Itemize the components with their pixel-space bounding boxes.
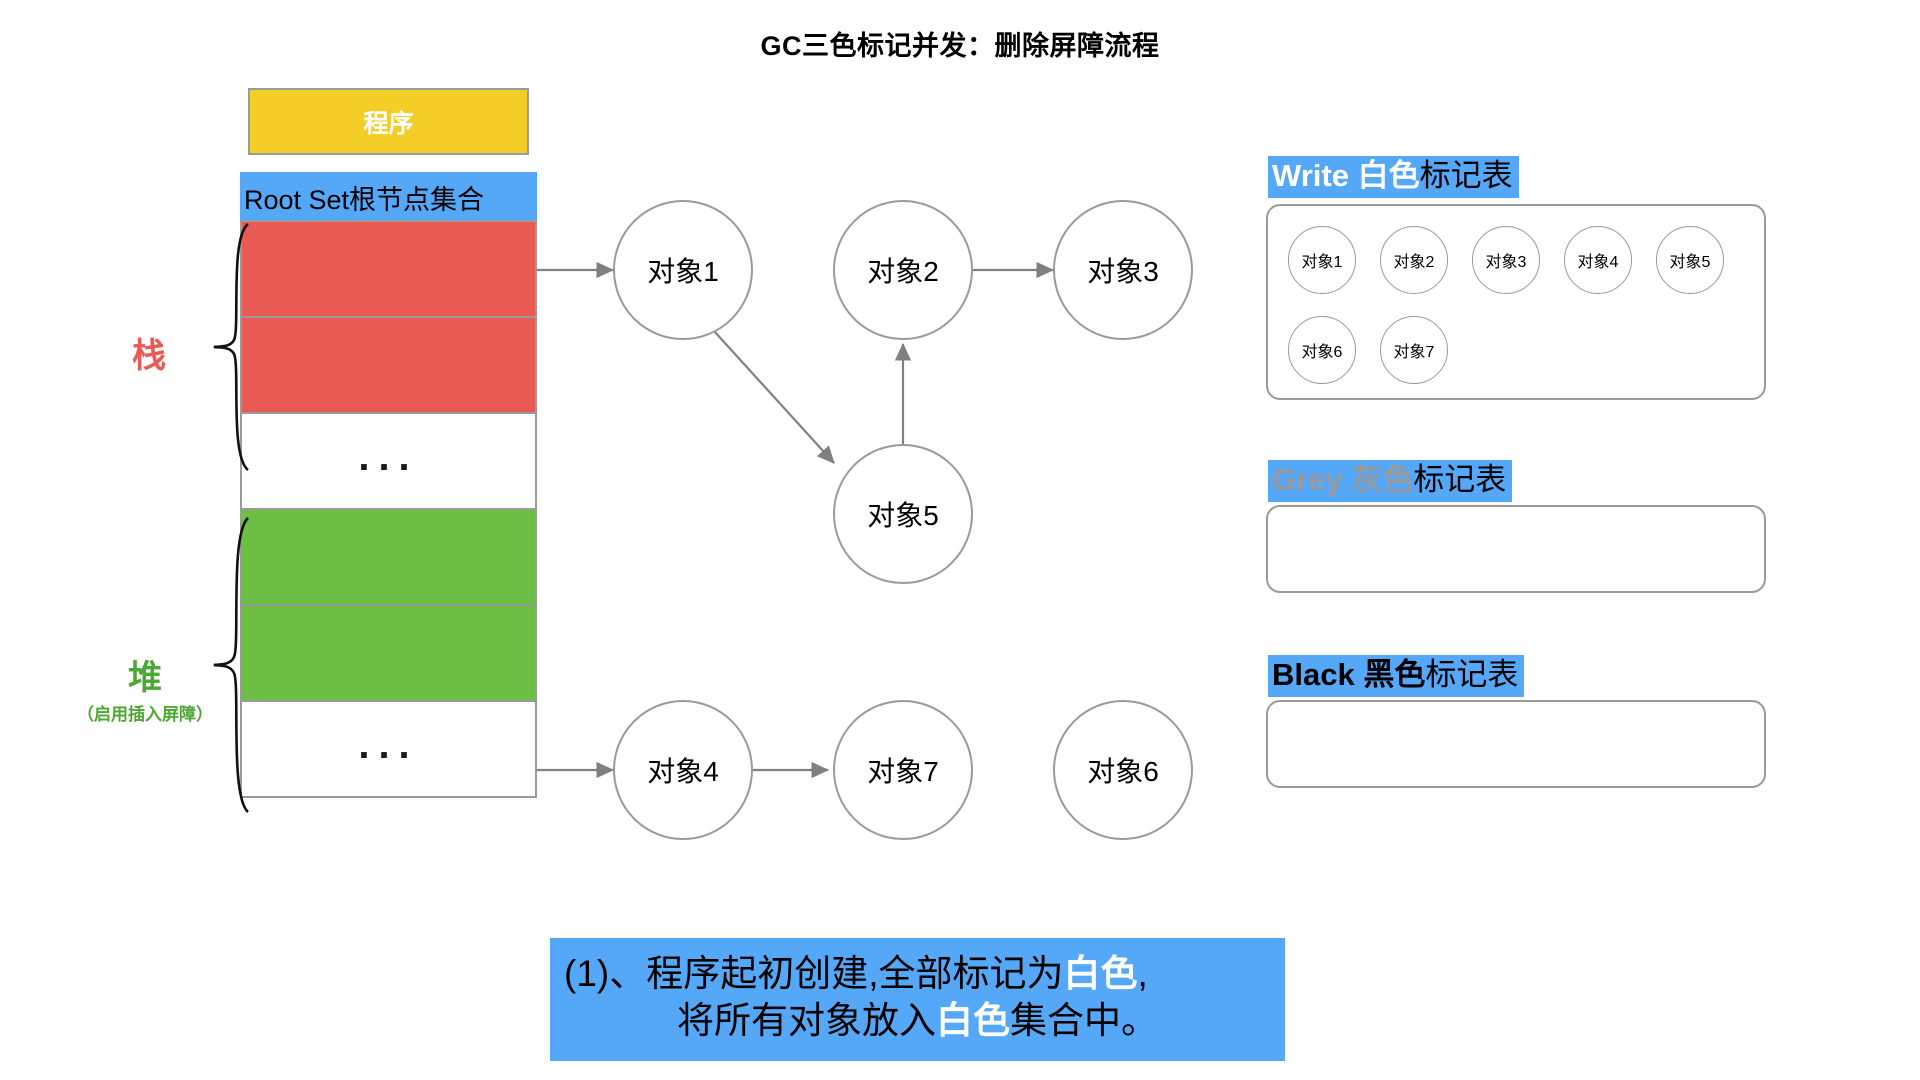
caption-line2-highlight: 白色	[936, 1000, 1010, 1042]
chip-label: 对象1	[1301, 254, 1343, 271]
chip-label: 对象2	[1393, 254, 1435, 271]
graph-node-label: 对象4	[647, 756, 719, 787]
edge-obj1-obj5	[713, 330, 835, 464]
heap-label: 堆	[128, 659, 162, 697]
graph-node-obj1[interactable]: 对象1	[613, 200, 753, 340]
grey-table-title-color: 灰色	[1351, 462, 1414, 497]
black-table-title-suffix: 标记表	[1425, 657, 1519, 692]
memory-cell-program: 程序	[248, 88, 529, 155]
chip-label: 对象7	[1393, 344, 1435, 361]
stack-brace-icon	[213, 222, 249, 472]
graph-node-label: 对象1	[647, 256, 719, 287]
graph-node-obj3[interactable]: 对象3	[1053, 200, 1193, 340]
caption-line1-text-a: (1)、程序起初创建,全部标记为	[564, 953, 1064, 994]
heap-brace-icon	[213, 517, 250, 813]
white-table-title-color: 白色	[1357, 158, 1420, 193]
white-table-title-suffix: 标记表	[1419, 158, 1513, 193]
memory-cell-heap-1	[240, 508, 537, 606]
memory-cell-stack-ellipsis: ...	[240, 412, 537, 510]
grey-table-title: Grey 灰色标记表	[1268, 460, 1513, 502]
grey-table-title-en: Grey	[1272, 462, 1343, 497]
graph-node-obj4[interactable]: 对象4	[613, 700, 753, 840]
black-table-title-en: Black	[1272, 657, 1355, 692]
graph-node-label: 对象2	[867, 256, 939, 287]
memory-cell-stack-2	[240, 316, 537, 414]
memory-cell-rootset: Root Set根节点集合	[240, 172, 537, 222]
graph-node-label: 对象6	[1087, 756, 1159, 787]
page-title: GC三色标记并发：删除屏障流程	[760, 31, 1160, 61]
memory-cell-program-label: 程序	[363, 109, 414, 138]
stack-label: 栈	[132, 337, 166, 375]
memory-cells-list: ... ...	[240, 220, 537, 798]
white-table-chip[interactable]: 对象7	[1380, 316, 1448, 384]
chip-label: 对象5	[1669, 254, 1711, 271]
white-table-title-en: Write	[1272, 158, 1349, 193]
graph-node-obj7[interactable]: 对象7	[833, 700, 973, 840]
ellipsis-dots: ...	[358, 723, 419, 767]
graph-node-label: 对象7	[867, 756, 939, 787]
chip-label: 对象4	[1577, 254, 1619, 271]
caption-line2-text-b: 集合中。	[1010, 1000, 1158, 1042]
memory-cell-heap-2	[240, 604, 537, 702]
step-caption: (1)、程序起初创建,全部标记为白色, 将所有对象放入白色集合中。	[550, 938, 1285, 1061]
white-table-chip[interactable]: 对象2	[1380, 226, 1448, 294]
graph-node-label: 对象3	[1087, 256, 1159, 287]
white-table-chip[interactable]: 对象3	[1472, 226, 1540, 294]
caption-line-1: (1)、程序起初创建,全部标记为白色,	[564, 950, 1271, 997]
memory-cell-rootset-label: Root Set根节点集合	[244, 184, 485, 215]
grey-table-title-suffix: 标记表	[1413, 462, 1507, 497]
black-table-title: Black 黑色标记表	[1268, 655, 1525, 697]
chip-label: 对象6	[1301, 344, 1343, 361]
black-table-title-color: 黑色	[1363, 657, 1426, 692]
white-table-chip[interactable]: 对象6	[1288, 316, 1356, 384]
graph-node-obj6[interactable]: 对象6	[1053, 700, 1193, 840]
chip-label: 对象3	[1485, 254, 1527, 271]
ellipsis-dots: ...	[358, 435, 419, 479]
white-table-body: 对象1 对象2 对象3 对象4 对象5 对象6 对象7	[1266, 204, 1766, 400]
graph-node-label: 对象5	[867, 500, 939, 531]
white-table-chip[interactable]: 对象4	[1564, 226, 1632, 294]
caption-line1-highlight: 白色	[1063, 953, 1138, 994]
caption-line1-text-b: ,	[1137, 953, 1148, 994]
graph-node-obj2[interactable]: 对象2	[833, 200, 973, 340]
black-table-body	[1266, 700, 1766, 788]
white-table-chip[interactable]: 对象1	[1288, 226, 1356, 294]
memory-cell-heap-ellipsis: ...	[240, 700, 537, 798]
caption-line2-text-a: 将所有对象放入	[677, 1000, 936, 1042]
caption-line-2: 将所有对象放入白色集合中。	[564, 997, 1271, 1044]
white-table-title: Write 白色标记表	[1268, 156, 1519, 198]
memory-cell-stack-1	[240, 220, 537, 318]
graph-node-obj5[interactable]: 对象5	[833, 444, 973, 584]
white-table-chip[interactable]: 对象5	[1656, 226, 1724, 294]
heap-sublabel: （启用插入屏障）	[77, 705, 213, 724]
grey-table-body	[1266, 505, 1766, 593]
